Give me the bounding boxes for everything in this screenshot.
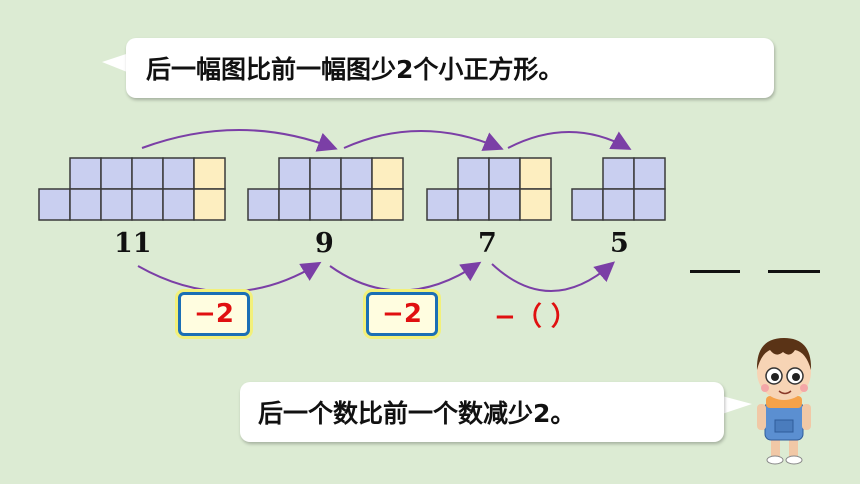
answer-blank-1[interactable] bbox=[690, 270, 740, 273]
boy-character-icon bbox=[756, 338, 812, 465]
bottom-bubble-tail bbox=[722, 396, 752, 414]
figure-11-squares bbox=[38, 157, 226, 221]
top-arrow-2 bbox=[343, 130, 504, 151]
number-11: 11 bbox=[114, 228, 152, 259]
answer-blank-2[interactable] bbox=[768, 270, 820, 273]
figure-5-squares bbox=[571, 157, 666, 221]
figure-7-squares bbox=[426, 157, 552, 221]
bottom-speech-bubble: 后一个数比前一个数减少2。 bbox=[240, 382, 724, 442]
top-bubble-tail bbox=[102, 52, 132, 74]
bottom-arrow-3 bbox=[491, 261, 616, 292]
number-5: 5 bbox=[610, 228, 629, 259]
step-minus-2-box-2: −2 bbox=[366, 292, 438, 336]
bottom-arrow-1 bbox=[137, 261, 322, 293]
top-arrow-3 bbox=[507, 131, 632, 150]
number-7: 7 bbox=[478, 228, 497, 259]
step-label-1: −2 bbox=[194, 299, 234, 329]
bottom-bubble-text: 后一个数比前一个数减少2。 bbox=[258, 399, 576, 428]
figure-9-squares bbox=[247, 157, 404, 221]
step-minus-2-box-1: −2 bbox=[178, 292, 250, 336]
number-9: 9 bbox=[315, 228, 334, 259]
step-minus-blank[interactable]: −（ ） bbox=[494, 302, 577, 332]
step-label-2: −2 bbox=[382, 299, 422, 329]
top-speech-bubble: 后一幅图比前一幅图少2个小正方形。 bbox=[126, 38, 774, 98]
top-bubble-text: 后一幅图比前一幅图少2个小正方形。 bbox=[146, 55, 564, 84]
top-arrow-1 bbox=[141, 129, 338, 152]
bottom-arrow-2 bbox=[329, 261, 482, 292]
